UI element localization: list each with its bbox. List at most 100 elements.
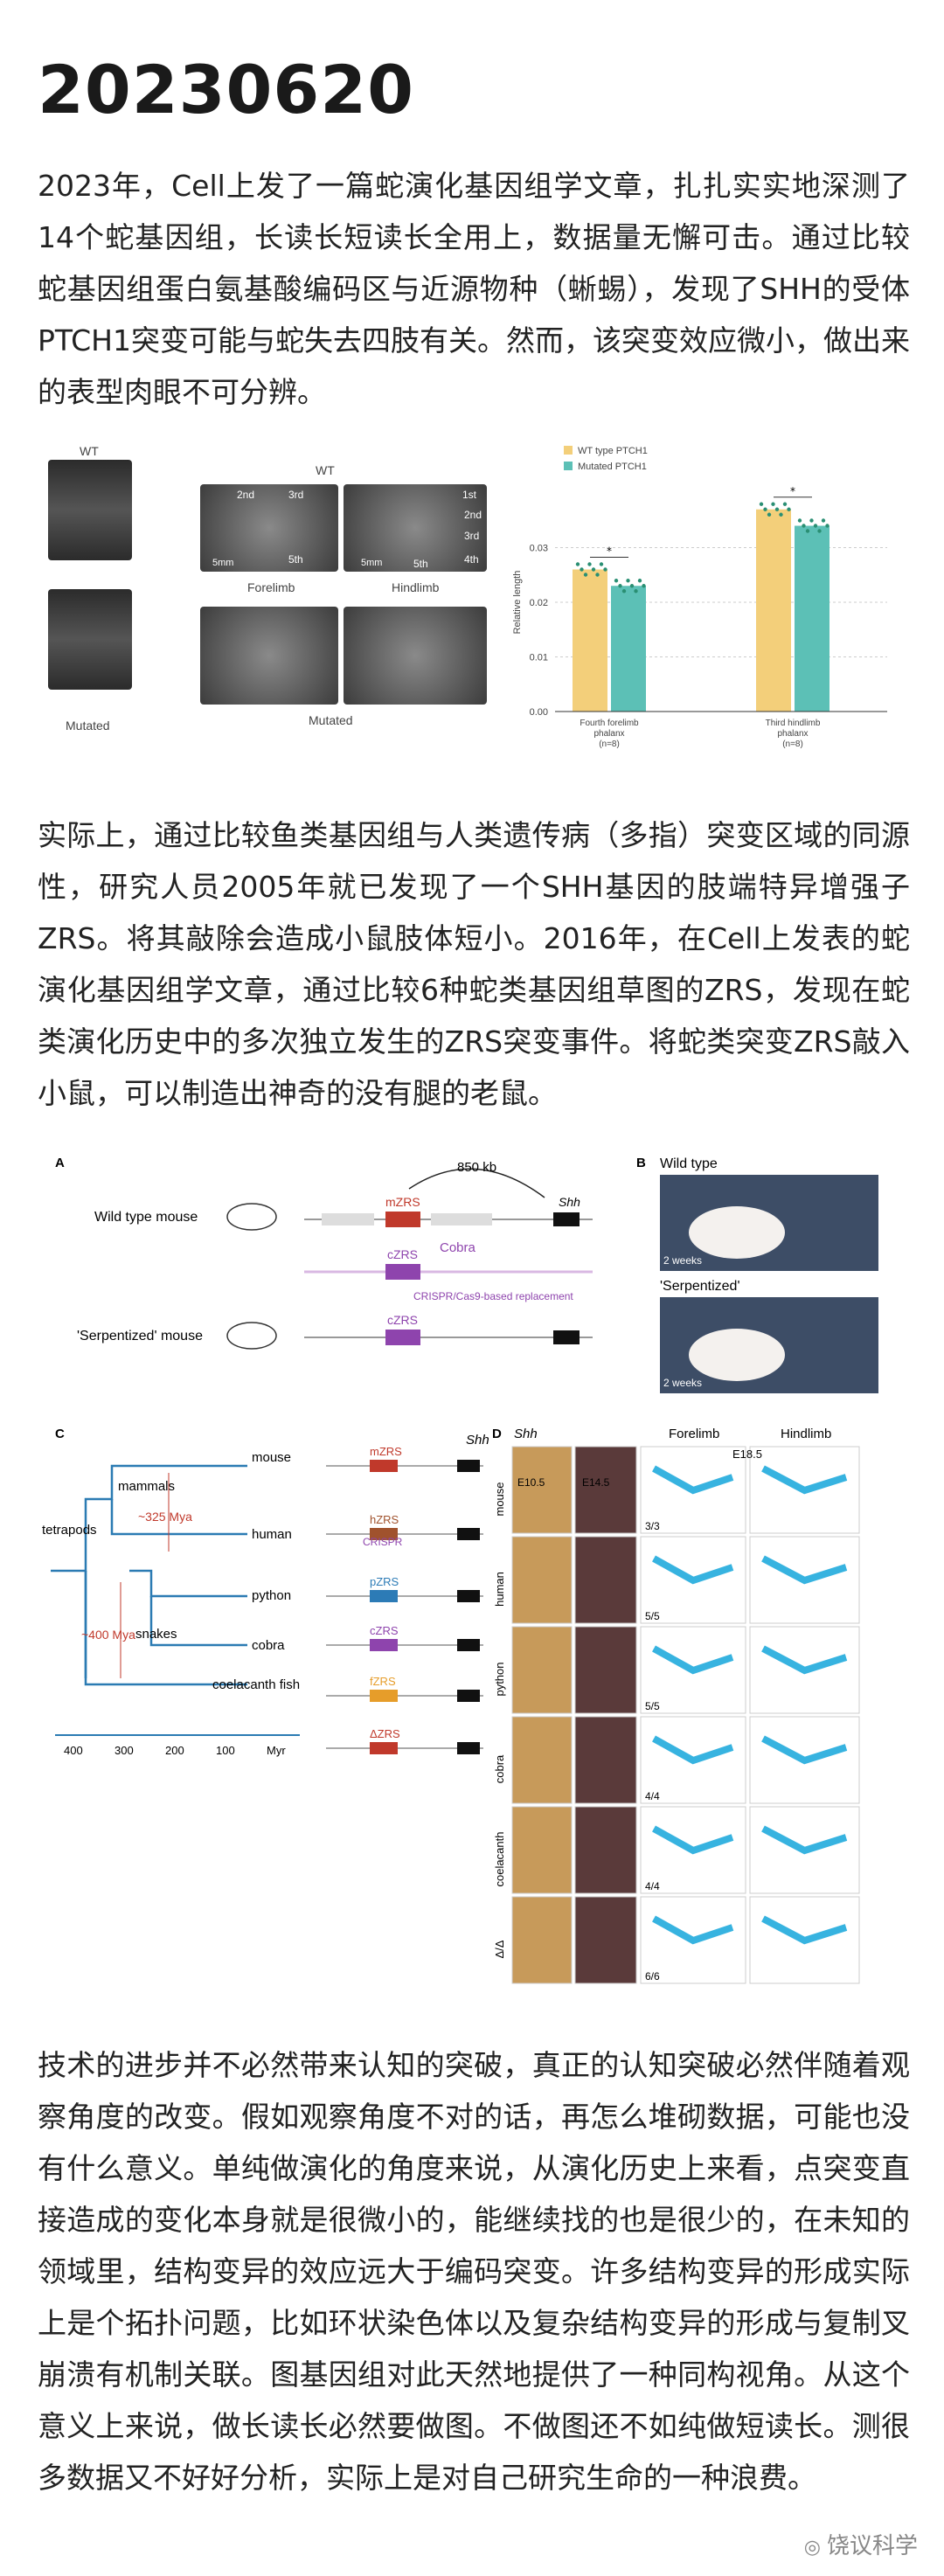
data-point bbox=[642, 584, 646, 588]
zrs-figure-svg: A Wild type mouse mZRS Shh 850 kb cZRS C… bbox=[42, 1156, 878, 1984]
bone-stain bbox=[761, 1465, 848, 1495]
digit-label: 2nd bbox=[464, 509, 482, 521]
shh-block bbox=[553, 1212, 580, 1226]
data-point bbox=[634, 589, 638, 594]
legend-label: WT type PTCH1 bbox=[578, 446, 648, 456]
shh-block bbox=[457, 1460, 480, 1472]
x-tick-label: phalanx bbox=[593, 729, 624, 739]
digit-label: 2nd bbox=[237, 489, 255, 501]
data-point bbox=[580, 567, 584, 572]
paragraph-3: 技术的进步并不必然带来认知的突破，真正的认知突破必然伴随着观察角度的改变。假如观… bbox=[38, 2048, 910, 2495]
cobra-label: Cobra bbox=[440, 1240, 476, 1255]
row-label: mouse bbox=[493, 1482, 506, 1516]
limb-cell bbox=[511, 1446, 573, 1534]
figure-zrs: A Wild type mouse mZRS Shh 850 kb cZRS C… bbox=[38, 1136, 910, 1984]
row-label: python bbox=[493, 1662, 506, 1696]
bar bbox=[611, 586, 646, 712]
label-mutated: Mutated bbox=[66, 719, 110, 733]
serp-mouse-label: 'Serpentized' mouse bbox=[77, 1329, 203, 1344]
scale-label: 5mm bbox=[361, 558, 383, 568]
kb-label: 850 kb bbox=[457, 1160, 496, 1175]
data-point bbox=[763, 507, 767, 511]
legend-swatch bbox=[564, 462, 573, 470]
data-point bbox=[787, 507, 791, 511]
sig-star: * bbox=[607, 545, 612, 558]
limb-cell bbox=[574, 1716, 637, 1804]
coelacanth-label: coelacanth fish bbox=[212, 1677, 300, 1692]
limb-cell bbox=[574, 1446, 637, 1534]
bone-stain bbox=[761, 1915, 848, 1945]
data-point bbox=[782, 502, 788, 506]
bone-stain bbox=[652, 1645, 734, 1675]
data-point bbox=[797, 518, 802, 523]
legend-label: Mutated PTCH1 bbox=[578, 462, 647, 472]
crispr-small-label: CRISPR bbox=[363, 1536, 403, 1548]
count-label: 4/4 bbox=[645, 1790, 660, 1802]
wt-mouse-label: Wild type mouse bbox=[94, 1210, 198, 1225]
czrs-block bbox=[385, 1264, 420, 1280]
mya325-label: ~325 Mya bbox=[138, 1510, 192, 1524]
zrs-block bbox=[370, 1528, 398, 1540]
mzrs-label: mZRS bbox=[385, 1195, 420, 1209]
czrs-label: cZRS bbox=[387, 1247, 418, 1261]
e185-label: E18.5 bbox=[732, 1448, 762, 1461]
shh-block bbox=[457, 1742, 480, 1754]
wild-type-label: Wild type bbox=[660, 1156, 718, 1171]
data-point bbox=[774, 507, 780, 511]
data-point bbox=[809, 518, 814, 523]
bone-stain bbox=[761, 1555, 848, 1585]
mouse-label: mouse bbox=[252, 1450, 291, 1465]
wechat-icon: ◎ bbox=[803, 2537, 827, 2559]
d-col-forelimb: Forelimb bbox=[669, 1427, 719, 1441]
mouse-icon bbox=[226, 1322, 277, 1350]
panel-d-label: D bbox=[492, 1427, 502, 1441]
panel-a-label: A bbox=[55, 1156, 65, 1170]
two-weeks-label: 2 weeks bbox=[663, 1377, 702, 1389]
cobra-tree-label: cobra bbox=[252, 1638, 285, 1653]
zrs-label: hZRS bbox=[370, 1513, 399, 1526]
shh-block bbox=[457, 1590, 480, 1602]
human-label: human bbox=[252, 1527, 292, 1542]
shh-col-label: Shh bbox=[466, 1433, 489, 1448]
data-point bbox=[802, 524, 806, 528]
data-point bbox=[637, 579, 642, 583]
digit-label: 4th bbox=[464, 553, 479, 566]
d-col-hindlimb: Hindlimb bbox=[781, 1427, 831, 1441]
bar bbox=[756, 509, 791, 712]
bar bbox=[795, 525, 829, 712]
x-tick-label: Third hindlimb bbox=[766, 719, 821, 728]
mzrs-block bbox=[385, 1212, 420, 1227]
sig-star: * bbox=[790, 485, 795, 497]
data-point bbox=[621, 589, 627, 594]
digit-label: 3rd bbox=[288, 489, 304, 501]
data-point bbox=[779, 512, 783, 517]
panel-c-label: C bbox=[55, 1427, 65, 1441]
data-point bbox=[771, 502, 775, 506]
digit-label: 5th bbox=[288, 553, 303, 566]
gene-block bbox=[322, 1213, 374, 1226]
shh-block bbox=[553, 1330, 580, 1344]
mya400-label: ~400 Mya bbox=[81, 1628, 135, 1642]
y-tick-label: 0.02 bbox=[530, 598, 548, 608]
loop-arrow bbox=[408, 1168, 545, 1198]
figure-ptch1: WT Mutated WT 2nd 3rd 5th 5mm 1st 2nd 3r… bbox=[38, 434, 910, 749]
bar bbox=[573, 569, 607, 712]
data-point bbox=[759, 502, 764, 506]
bone-stain bbox=[652, 1825, 734, 1855]
data-point bbox=[817, 529, 822, 533]
bone-stain bbox=[761, 1735, 848, 1765]
two-weeks-label: 2 weeks bbox=[663, 1254, 702, 1267]
label-hindlimb: Hindlimb bbox=[392, 580, 440, 594]
zrs-block bbox=[370, 1590, 398, 1602]
legend-swatch bbox=[564, 446, 573, 455]
label-mutated-2: Mutated bbox=[309, 713, 353, 727]
limb-cell bbox=[511, 1896, 573, 1984]
digit-label: 1st bbox=[462, 489, 477, 501]
data-point bbox=[583, 573, 588, 577]
limb-cell bbox=[574, 1896, 637, 1984]
footer-text: 饶议科学 bbox=[826, 2533, 918, 2559]
data-point bbox=[629, 584, 635, 588]
mouse-icon bbox=[226, 1203, 277, 1231]
